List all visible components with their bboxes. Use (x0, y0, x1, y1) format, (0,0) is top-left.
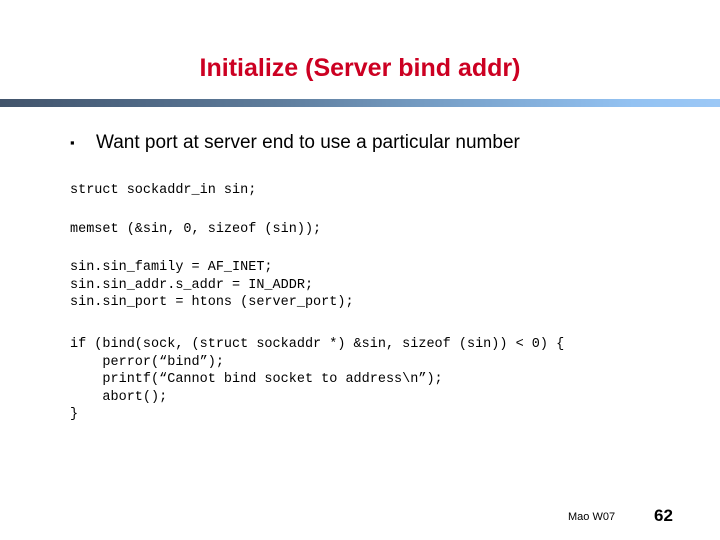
square-bullet-icon: ▪ (70, 135, 75, 150)
code-block-memset-call: memset (&sin, 0, sizeof (sin)); (70, 222, 322, 237)
footer-note: Mao W07 (568, 511, 616, 523)
code-block-bind-error-check: if (bind(sock, (struct sockaddr *) &sin,… (70, 337, 565, 422)
bullet-list-item: ▪ Want port at server end to use a parti… (68, 130, 688, 156)
title-divider-bar (0, 99, 720, 107)
bullet-item-label: Want port at server end to use a particu… (96, 132, 520, 153)
code-block-declaration: struct sockaddr_in sin; (70, 183, 257, 198)
code-block-field-assignments: sin.sin_family = AF_INET; sin.sin_addr.s… (70, 260, 354, 310)
page-title: Initialize (Server bind addr) (199, 54, 521, 82)
page-number: 62 (654, 506, 673, 525)
